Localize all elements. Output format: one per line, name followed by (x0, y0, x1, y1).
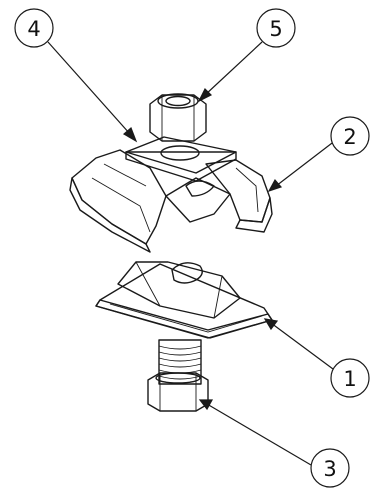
arrowhead-4 (122, 126, 138, 143)
callout-2: 2 (330, 116, 370, 156)
callout-3: 3 (310, 448, 350, 488)
callout-label-3: 3 (323, 457, 336, 481)
callout-4: 4 (14, 8, 54, 48)
callout-label-4: 4 (27, 17, 40, 41)
hex-bolt-part (147, 339, 209, 412)
lower-clamp-plate-part (95, 261, 273, 339)
upper-clamp-bracket-part (69, 149, 273, 253)
callout-label-5: 5 (269, 17, 282, 41)
washer-part (125, 136, 237, 182)
leader-lines (47, 41, 337, 466)
arrowhead-5 (197, 87, 213, 103)
callout-5: 5 (256, 8, 296, 48)
callout-label-2: 2 (343, 125, 356, 149)
callout-label-1: 1 (343, 367, 356, 391)
arrowhead-1 (263, 318, 279, 331)
arrowhead-2 (267, 178, 283, 193)
hex-nut-part (149, 93, 207, 142)
arrowhead-3 (198, 399, 214, 411)
callout-1: 1 (330, 358, 370, 398)
